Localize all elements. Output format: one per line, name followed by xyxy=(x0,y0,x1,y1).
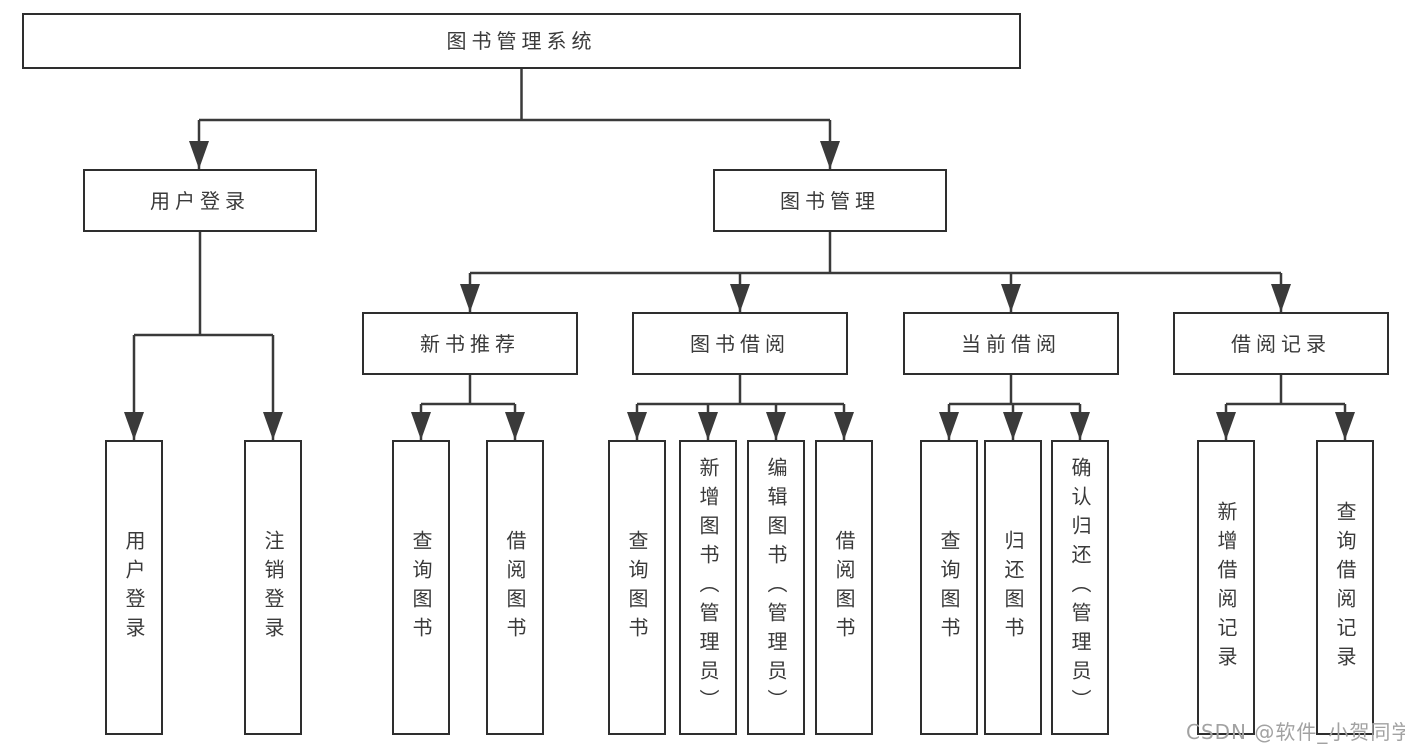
leaf-recommend-query-books: 查询图书 xyxy=(392,440,450,735)
leaf-return-books: 归还图书 xyxy=(984,440,1042,735)
node-root-system-label: 图书管理系统 xyxy=(446,29,597,53)
leaf-recommend-borrow-books: 借阅图书 xyxy=(486,440,544,735)
node-user-login: 用户登录 xyxy=(83,169,317,232)
leaf-return-books-label: 归还图书 xyxy=(1001,529,1025,646)
leaf-edit-books-admin-label: 编辑图书（管理员） xyxy=(764,457,788,718)
leaf-confirm-return-admin: 确认归还（管理员） xyxy=(1051,440,1109,735)
leaf-recommend-query-books-label: 查询图书 xyxy=(409,529,433,646)
leaf-confirm-return-admin-label: 确认归还（管理员） xyxy=(1068,457,1092,718)
leaf-current-query-books: 查询图书 xyxy=(920,440,978,735)
node-book-management: 图书管理 xyxy=(713,169,947,232)
node-root-system: 图书管理系统 xyxy=(22,13,1021,69)
leaf-borrow-query-books-label: 查询图书 xyxy=(625,529,649,646)
arrowheads xyxy=(124,141,1355,440)
leaf-recommend-borrow-books-label: 借阅图书 xyxy=(503,529,527,646)
leaf-query-borrow-record: 查询借阅记录 xyxy=(1316,440,1374,735)
connector-strokes xyxy=(132,69,1347,440)
node-user-login-label: 用户登录 xyxy=(150,188,250,213)
leaf-logout: 注销登录 xyxy=(244,440,302,735)
node-borrow-records-label: 借阅记录 xyxy=(1231,331,1331,356)
leaf-borrow-query-books: 查询图书 xyxy=(608,440,666,735)
node-borrow-records: 借阅记录 xyxy=(1173,312,1389,375)
node-book-borrow-label: 图书借阅 xyxy=(690,331,790,356)
csdn-watermark: CSDN @软件_小贺同学 xyxy=(1186,720,1405,744)
leaf-add-borrow-record: 新增借阅记录 xyxy=(1197,440,1255,735)
leaf-borrow-books: 借阅图书 xyxy=(815,440,873,735)
leaf-borrow-books-label: 借阅图书 xyxy=(832,529,856,646)
leaf-add-borrow-record-label: 新增借阅记录 xyxy=(1214,500,1238,675)
leaf-add-books-admin-label: 新增图书（管理员） xyxy=(696,457,720,718)
node-current-borrow: 当前借阅 xyxy=(903,312,1119,375)
node-book-management-label: 图书管理 xyxy=(780,188,880,213)
node-new-book-recommend: 新书推荐 xyxy=(362,312,578,375)
leaf-query-borrow-record-label: 查询借阅记录 xyxy=(1333,500,1357,675)
leaf-edit-books-admin: 编辑图书（管理员） xyxy=(747,440,805,735)
node-current-borrow-label: 当前借阅 xyxy=(961,331,1061,356)
node-book-borrow: 图书借阅 xyxy=(632,312,848,375)
leaf-logout-label: 注销登录 xyxy=(261,529,285,646)
leaf-add-books-admin: 新增图书（管理员） xyxy=(679,440,737,735)
leaf-user-login-label: 用户登录 xyxy=(122,529,146,646)
node-new-book-recommend-label: 新书推荐 xyxy=(420,331,520,356)
leaf-current-query-books-label: 查询图书 xyxy=(937,529,961,646)
leaf-user-login: 用户登录 xyxy=(105,440,163,735)
